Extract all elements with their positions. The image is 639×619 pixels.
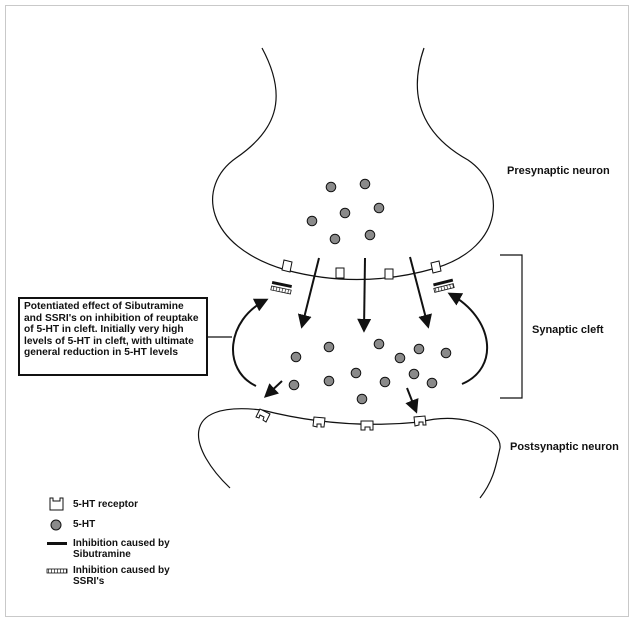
- ssri-inhibition: [433, 283, 455, 293]
- serotonin-molecule: [306, 215, 318, 227]
- synaptic-cleft-bracket: [500, 254, 523, 399]
- receptor: [413, 415, 427, 427]
- serotonin-molecule: [323, 341, 335, 353]
- transporter: [384, 268, 394, 280]
- serotonin-molecule: [350, 367, 362, 379]
- synaptic-cleft-label: Synaptic cleft: [532, 324, 604, 336]
- transporter: [430, 260, 442, 274]
- release-arrow: [409, 256, 432, 329]
- legend-ssri-label: Inhibition caused by SSRI's: [73, 565, 170, 587]
- legend-ssri-icon: [46, 568, 68, 574]
- binding-arrow: [405, 387, 419, 414]
- receptor: [255, 408, 271, 423]
- presynaptic-membrane: [212, 47, 494, 281]
- postsynaptic-label: Postsynaptic neuron: [510, 441, 619, 453]
- serotonin-molecule: [364, 229, 376, 241]
- presynaptic-transporters: [281, 259, 442, 280]
- serotonin-molecule: [440, 347, 452, 359]
- serotonin-molecule: [290, 351, 302, 363]
- serotonin-molecule: [379, 376, 391, 388]
- reuptake-arrow-right: [447, 292, 489, 385]
- legend-receptor-icon: [49, 497, 64, 511]
- serotonin-molecule: [323, 375, 335, 387]
- reuptake-arrows: [232, 292, 489, 387]
- sibutramine-inhibition: [433, 278, 454, 287]
- binding-arrows: [263, 380, 419, 414]
- postsynaptic-membrane: [198, 408, 501, 499]
- legend-serotonin-label: 5-HT: [73, 519, 96, 530]
- legend-sibutramine-icon: [47, 542, 67, 545]
- postsynaptic-receptors: [255, 408, 427, 431]
- binding-arrow: [263, 380, 283, 398]
- receptor: [360, 420, 374, 431]
- serotonin-molecule: [426, 377, 438, 389]
- serotonin-molecule: [394, 352, 406, 364]
- callout-box: Potentiated effect of Sibutramine and SS…: [18, 297, 208, 376]
- serotonin-molecule: [329, 233, 341, 245]
- transporter: [335, 267, 345, 279]
- legend-serotonin-icon: [50, 519, 62, 531]
- release-arrow: [297, 257, 320, 329]
- receptor: [312, 416, 326, 428]
- presynaptic-label: Presynaptic neuron: [507, 165, 610, 177]
- release-arrows: [297, 256, 432, 333]
- serotonin-molecule: [373, 338, 385, 350]
- serotonin-molecule: [413, 343, 425, 355]
- legend-receptor-label: 5-HT receptor: [73, 499, 139, 510]
- serotonin-molecule: [359, 178, 371, 190]
- legend-symbols: [46, 497, 68, 574]
- serotonin-molecule: [325, 181, 337, 193]
- sibutramine-inhibition: [271, 280, 292, 289]
- serotonin-molecule: [288, 379, 300, 391]
- cleft-5ht-molecules: [288, 338, 452, 405]
- serotonin-molecule: [373, 202, 385, 214]
- serotonin-molecule: [356, 393, 368, 405]
- serotonin-molecule: [408, 368, 420, 380]
- transporter: [281, 259, 293, 273]
- legend-sibutramine-label: Inhibition caused by Sibutramine: [73, 538, 170, 560]
- serotonin-molecule: [339, 207, 351, 219]
- ssri-inhibition: [270, 285, 292, 295]
- reuptake-arrow-left: [232, 298, 269, 387]
- release-arrow: [357, 257, 372, 333]
- inhibitor-markers: [270, 278, 455, 295]
- presynaptic-5ht-molecules: [306, 178, 385, 245]
